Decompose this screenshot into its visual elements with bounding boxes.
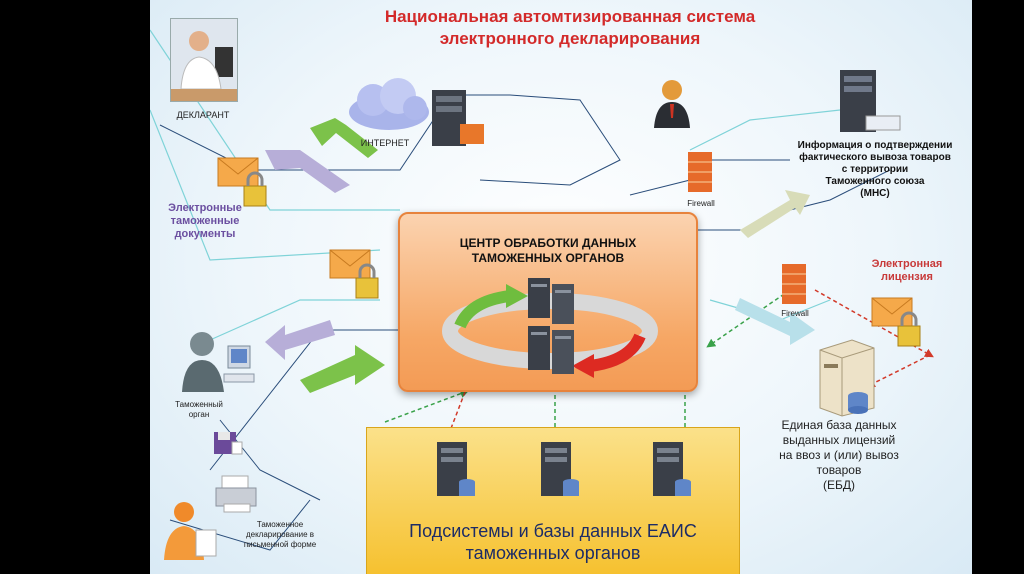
data-center-title: ЦЕНТР ОБРАБОТКИ ДАННЫХ ТАМОЖЕННЫХ ОРГАНО…: [400, 236, 696, 266]
mns-info-line: (МНС): [860, 188, 890, 199]
data-center-title-line: ЦЕНТР ОБРАБОТКИ ДАННЫХ: [459, 236, 637, 250]
data-center-title-line: ТАМОЖЕННЫХ ОРГАНОВ: [471, 251, 625, 265]
ebd-line: (ЕБД): [823, 478, 855, 492]
e-docs-line: документы: [174, 228, 236, 240]
mns-info-line: фактического вывоза товаров: [799, 152, 951, 163]
internet-label: ИНТЕРНЕТ: [360, 138, 410, 148]
page-title: Национальная автомтизированная система э…: [310, 6, 830, 50]
customs-body-line: орган: [188, 410, 210, 419]
diagram-slide: Национальная автомтизированная система э…: [150, 0, 972, 574]
locked-envelope-icon: [871, 297, 921, 347]
subsystem-server-icon: [437, 442, 475, 496]
mns-info-line: Информация о подтверждении: [797, 140, 953, 151]
paper-decl-line: Таможенное: [256, 520, 304, 529]
internet-cloud-icon: [349, 78, 429, 130]
subsystem-server-icon: [541, 442, 579, 496]
server-cluster-icon: [442, 278, 658, 378]
ebd-line: выданных лицензий: [782, 433, 896, 447]
locked-envelope-icon: [329, 249, 379, 299]
firewall-icon: [782, 264, 806, 304]
printer-icon: [215, 475, 257, 513]
web-server-icon: [432, 90, 484, 146]
user-icon: [654, 80, 690, 128]
e-license-label: Электронная лицензия: [862, 258, 952, 284]
ebd-line: на ввоз и (или) вывоз: [779, 448, 899, 462]
locked-envelope-icon: [217, 157, 267, 207]
floppy-disk-icon: [214, 432, 243, 455]
e-docs-line: Электронные: [168, 202, 242, 214]
subsystems-box: Подсистемы и базы данных ЕАИС таможенных…: [366, 427, 740, 574]
ebd-database-icon: [819, 339, 875, 417]
customs-officer-icon: [182, 332, 255, 392]
customs-body-line: Таможенный: [175, 400, 223, 409]
subsystems-title-line: Подсистемы и базы данных ЕАИС: [409, 521, 697, 541]
mns-info-text: Информация о подтверждении фактического …: [778, 140, 972, 200]
ebd-line: Единая база данных: [781, 418, 897, 432]
e-license-line: Электронная: [871, 258, 943, 270]
mns-info-line: Таможенного союза: [825, 176, 925, 187]
person-with-papers-icon: [164, 502, 217, 560]
mns-server-icon: [840, 70, 901, 132]
title-line-2: электронного декларирования: [439, 29, 701, 48]
firewall-label: Firewall: [781, 309, 809, 318]
title-line-1: Национальная автомтизированная система: [384, 7, 756, 26]
declarant-label: ДЕКЛАРАНТ: [176, 110, 230, 120]
ebd-line: товаров: [816, 463, 862, 477]
firewall-icon: [688, 152, 712, 192]
paper-decl-label: Таможенное декларирование в письменной ф…: [230, 520, 330, 550]
paper-decl-line: письменной форме: [243, 540, 317, 549]
declarant-photo: [170, 18, 238, 102]
firewall-label: Firewall: [687, 199, 715, 208]
e-docs-line: таможенные: [170, 215, 240, 227]
data-center-box: ЦЕНТР ОБРАБОТКИ ДАННЫХ ТАМОЖЕННЫХ ОРГАНО…: [398, 212, 698, 392]
customs-body-label: Таможенный орган: [164, 400, 234, 420]
subsystem-server-icon: [653, 442, 691, 496]
subsystems-title-line: таможенных органов: [465, 543, 641, 563]
e-license-line: лицензия: [881, 271, 933, 283]
mns-info-line: с территории: [841, 164, 909, 175]
paper-decl-line: декларирование в: [245, 530, 315, 539]
subsystems-title: Подсистемы и базы данных ЕАИС таможенных…: [367, 520, 739, 564]
e-docs-label: Электронные таможенные документы: [160, 202, 250, 241]
ebd-label: Единая база данных выданных лицензий на …: [754, 418, 924, 493]
